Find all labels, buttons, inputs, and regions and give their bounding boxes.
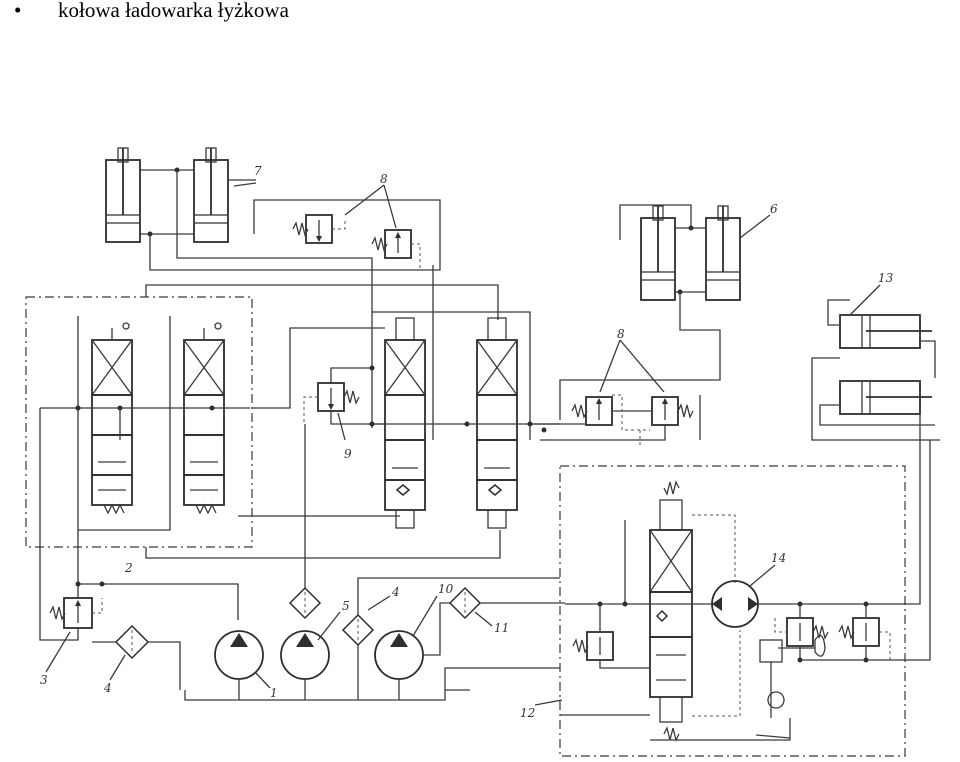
label-9: 9 xyxy=(344,447,352,461)
pressure-lines-top xyxy=(145,170,721,559)
shock-valves-8-top xyxy=(292,184,421,270)
label-12: 12 xyxy=(520,706,535,720)
reference-numerals: 7 8 6 13 8 9 2 14 10 4 5 11 3 4 1 12 xyxy=(40,164,894,720)
label-3: 3 xyxy=(40,673,48,687)
label-8-right: 8 xyxy=(617,327,625,341)
steering-block-12 xyxy=(534,400,931,757)
label-10: 10 xyxy=(438,582,454,596)
page-heading: • kołowa ładowarka łyżkowa xyxy=(14,0,289,23)
valve-block-2 xyxy=(25,296,253,548)
bullet-icon: • xyxy=(14,0,22,22)
label-14: 14 xyxy=(771,551,786,565)
heading-text: kołowa ładowarka łyżkowa xyxy=(58,0,289,22)
valve-9 xyxy=(303,367,385,441)
cylinder-13-pair xyxy=(811,284,940,441)
label-5: 5 xyxy=(342,599,350,613)
label-13: 13 xyxy=(878,271,894,285)
pump-station xyxy=(39,408,565,701)
label-1: 1 xyxy=(270,686,278,700)
label-11: 11 xyxy=(494,621,509,635)
label-8-top: 8 xyxy=(380,172,388,186)
label-4-center: 4 xyxy=(391,585,400,599)
label-7: 7 xyxy=(254,164,262,178)
cylinder-7-pair xyxy=(105,147,257,243)
label-2: 2 xyxy=(124,561,133,575)
main-control-spools xyxy=(369,317,560,529)
shock-valves-8-right xyxy=(530,339,701,445)
label-6: 6 xyxy=(770,202,778,216)
label-4-left: 4 xyxy=(103,681,112,695)
cylinder-6-pair xyxy=(640,205,771,301)
